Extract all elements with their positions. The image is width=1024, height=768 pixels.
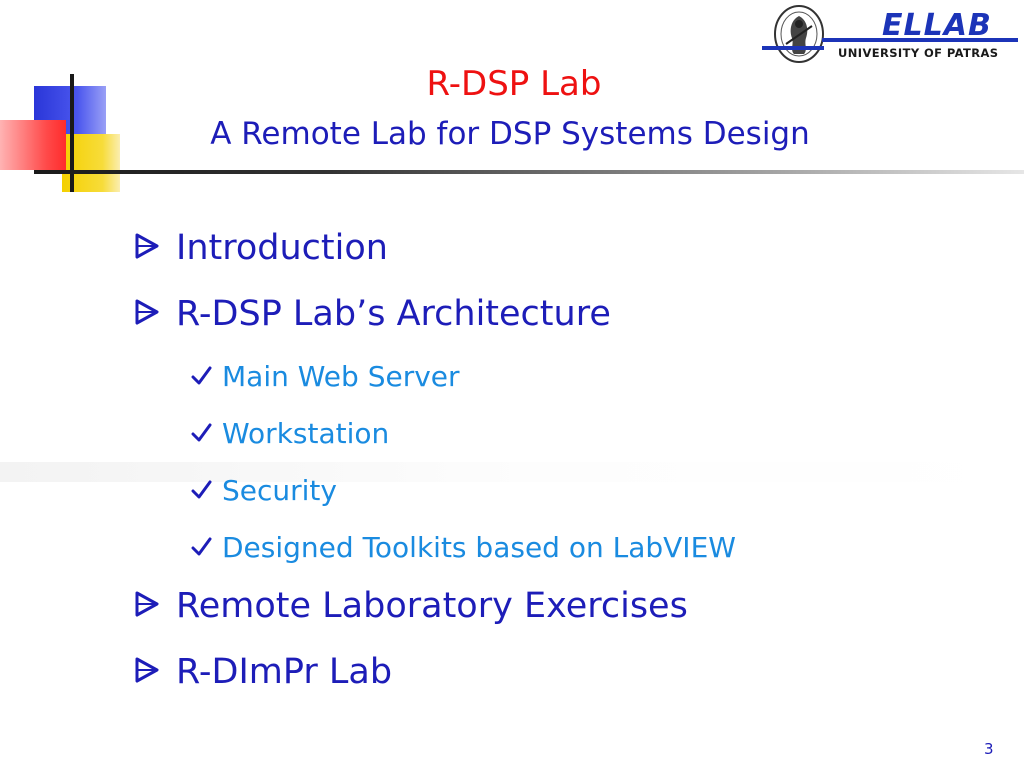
- subbullet-main-web-server: Main Web Server: [190, 360, 460, 393]
- arrow-bullet-icon: [132, 656, 160, 684]
- logo-org-text: UNIVERSITY OF PATRAS: [838, 46, 999, 60]
- logo-rule-left: [762, 46, 824, 50]
- bullet-r-dimpr-lab: R-DImPr Lab: [132, 652, 392, 692]
- bullet-architecture: R-DSP Lab’s Architecture: [132, 294, 611, 334]
- page-number: 3: [984, 740, 994, 758]
- decor-faint-band: [0, 462, 1024, 482]
- subbullet-security: Security: [190, 474, 337, 507]
- decor-vertical-rule: [70, 74, 74, 192]
- slide-title: R-DSP Lab: [426, 64, 602, 104]
- check-bullet-icon: [190, 479, 212, 501]
- decor-red-square: [0, 120, 66, 170]
- arrow-bullet-icon: [132, 232, 160, 260]
- check-bullet-icon: [190, 422, 212, 444]
- arrow-bullet-icon: [132, 298, 160, 326]
- subbullet-designed-toolkits: Designed Toolkits based on LabVIEW: [190, 531, 736, 564]
- check-bullet-icon: [190, 365, 212, 387]
- bullet-introduction: Introduction: [132, 228, 388, 268]
- title-divider-rule: [34, 170, 1024, 174]
- arrow-bullet-icon: [132, 590, 160, 618]
- check-bullet-icon: [190, 536, 212, 558]
- slide-subtitle: A Remote Lab for DSP Systems Design: [210, 116, 810, 152]
- university-seal-icon: [774, 5, 824, 63]
- bullet-remote-exercises: Remote Laboratory Exercises: [132, 586, 688, 626]
- logo-brand-text: ELLAB: [882, 8, 992, 43]
- logo-rule: [822, 38, 1018, 42]
- ellab-logo: ELLAB UNIVERSITY OF PATRAS: [762, 4, 1020, 66]
- subbullet-workstation: Workstation: [190, 417, 389, 450]
